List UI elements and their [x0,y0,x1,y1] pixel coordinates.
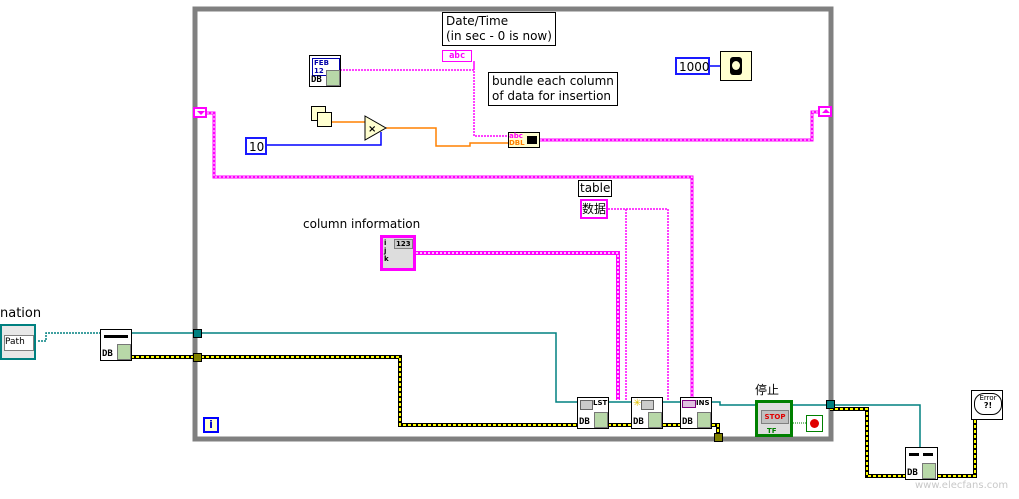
insert-label: INS [696,399,710,407]
table-name-wire [608,208,669,400]
db-label: DB [682,417,693,427]
db-label: DB [579,417,590,427]
error-tunnel-in [193,353,202,362]
down-arrow-icon [197,111,205,115]
refnum-wire [131,332,577,403]
db-label: DB [907,468,918,478]
shift-register-wire [207,110,820,400]
list-label: LST [593,399,608,407]
constant-1000[interactable]: 1000 [675,57,710,75]
bundle-comment: bundle each column of data for insertion [488,72,618,106]
error-tunnel-out [714,433,723,442]
db-close-connection-node[interactable]: DB [905,447,938,480]
stop-button-terminal[interactable]: STOP TF [755,400,793,437]
bundle-arrow-icon [527,136,537,144]
db-create-table-node[interactable]: ✳ DB [631,397,663,429]
shift-register-right[interactable] [818,106,832,117]
table-name-constant[interactable]: 数据 [580,199,608,219]
random-number-dice-icon[interactable] [311,106,332,127]
constant-10[interactable]: 10 [245,137,267,155]
db-label: DB [633,417,644,427]
array-index-display: i j k [384,239,389,263]
datetime-string-terminal[interactable]: abc [442,50,472,62]
datetime-comment-line1: Date/Time [446,14,509,28]
connector-icon [104,335,128,338]
database-icon [697,412,711,428]
path-control-terminal[interactable]: Path [0,324,36,360]
error-wire [131,355,977,478]
database-icon [922,463,936,479]
db-open-connection-node[interactable]: DB [100,329,132,361]
database-icon [117,344,131,360]
path-terminal-text: Path [4,335,34,351]
bundle-type-dbl: DBL [509,139,525,147]
datetime-comment: Date/Time (in sec - 0 is now) [442,12,556,46]
bundle-type-string: abc [509,132,523,140]
db-list-tables-node[interactable]: LST DB [577,397,609,429]
grid-icon [641,400,654,410]
column-info-array-constant[interactable]: i j k 123 [380,235,416,271]
stop-button-label: 停止 [755,383,780,397]
array-element-numeric: 123 [394,239,413,249]
format-datetime-node[interactable]: FEB 12 DB [309,55,341,87]
column-info-wire [416,252,619,400]
column-info-wire [416,251,620,400]
refnum-tunnel-out [826,400,835,409]
db-label: DB [102,349,113,359]
refnum-tunnel-in [193,329,202,338]
column-info-label: column information [303,217,421,231]
multiply-glyph: × [368,124,376,135]
bundle-comment-line1: bundle each column [492,74,614,88]
wait-ms-node[interactable] [720,51,752,81]
cluster-icon [682,400,696,408]
path-control-label: nation [0,306,42,321]
watermark: www.elecfans.com [915,480,1009,491]
new-star-icon: ✳ [633,398,642,409]
bundle-node[interactable]: abc DBL [508,132,540,148]
datetime-string-wire [340,69,508,137]
database-icon [326,70,340,86]
boolean-type-label: TF [767,427,777,435]
multiply-output-wire [386,127,508,147]
up-arrow-icon [822,109,830,113]
db-insert-data-node[interactable]: INS DB [680,397,712,429]
iteration-terminal: i [203,417,219,433]
error-bubble-icon: Error ?! [974,393,1002,415]
grid-icon [580,400,593,410]
disconnect-icon [909,453,919,456]
simple-error-handler-node[interactable]: Error ?! [971,390,1003,420]
stop-text: STOP [761,410,789,424]
refnum-wire [38,332,100,342]
stop-if-true-icon [810,419,819,428]
database-icon [648,412,662,428]
while-loop-frame[interactable] [192,6,834,442]
database-icon [594,412,608,428]
watch-icon [730,57,742,75]
table-label: table [578,180,613,197]
datetime-comment-line2: (in sec - 0 is now) [446,29,552,43]
bundle-comment-line2: of data for insertion [492,89,612,103]
shift-register-left[interactable] [193,107,207,118]
constant-10-wire [267,132,382,146]
multiply-node[interactable] [364,115,388,141]
db-label: DB [311,75,322,85]
loop-condition-terminal[interactable] [806,415,823,432]
